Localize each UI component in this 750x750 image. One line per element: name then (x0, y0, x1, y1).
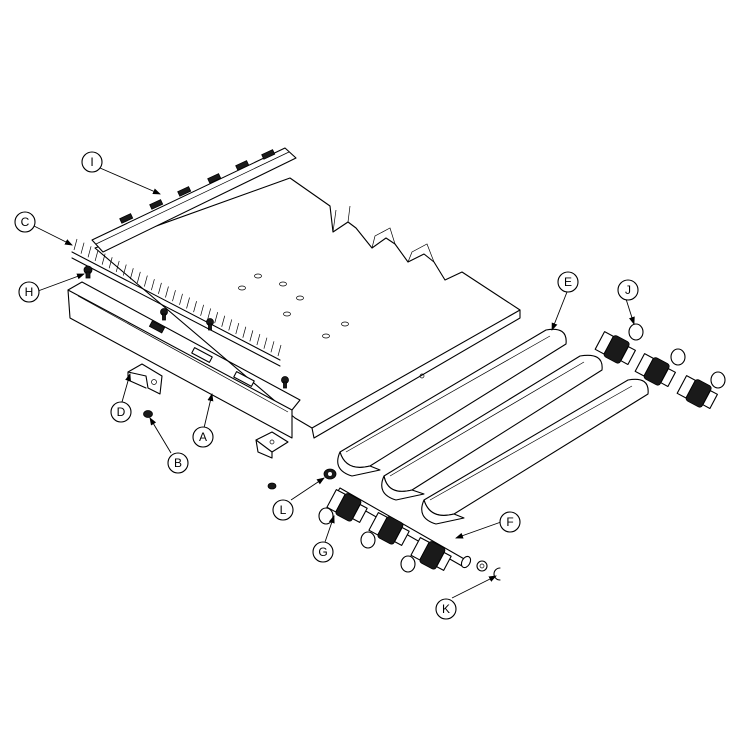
leader-lines (33, 167, 635, 599)
plate-holes (238, 273, 425, 379)
comb-pin (242, 326, 247, 338)
o-ring-upper-2 (670, 348, 686, 366)
comb-pin (122, 264, 127, 276)
comb-pin (165, 286, 169, 298)
comb-pin (101, 253, 106, 265)
fitting-group-upper (594, 323, 726, 410)
comb-pin (80, 242, 85, 254)
comb-pin (270, 341, 275, 353)
callout-B-label: B (174, 456, 182, 470)
fitting-lower-1 (326, 489, 368, 523)
comb-pin (249, 330, 254, 342)
end-bracket (255, 431, 289, 459)
comb-pin (200, 304, 204, 316)
screw-h (83, 265, 93, 279)
comb-pin (186, 297, 190, 309)
o-ring-lower-2 (360, 531, 376, 549)
callout-D-label: D (117, 405, 126, 419)
front-rail (67, 281, 301, 439)
comb-pin (228, 319, 233, 331)
comb-pins (73, 238, 282, 357)
o-ring-lower-1 (318, 507, 334, 525)
callout-H: H (18, 281, 40, 303)
screw-center-1 (160, 308, 168, 321)
hex-nut (323, 468, 337, 480)
o-ring-upper-1 (628, 323, 644, 341)
comb-pin (158, 282, 162, 294)
callout-A: A (192, 426, 214, 448)
fitting-lower-3 (410, 537, 452, 571)
callout-E: E (557, 271, 579, 293)
comb-pin-strip (71, 238, 282, 367)
nut (143, 410, 153, 418)
callout-F-label: F (506, 515, 513, 529)
comb-pin (172, 290, 176, 302)
comb-pin (129, 268, 134, 280)
fitting-group-lower (318, 489, 452, 573)
callout-I-label: I (90, 155, 93, 169)
comb-pin (73, 238, 78, 251)
callout-H-label: H (25, 285, 34, 299)
comb-pin (87, 246, 92, 258)
fitting-upper-3 (676, 375, 718, 410)
comb-pin (193, 301, 197, 313)
comb-pin (256, 333, 261, 346)
callout-A-label: A (199, 430, 207, 444)
comb-pin (207, 308, 211, 320)
comb-pin (115, 260, 120, 273)
callout-J-label: J (625, 283, 631, 297)
screw-center-2 (206, 318, 214, 331)
comb-pin (214, 312, 219, 324)
callout-K: K (435, 598, 457, 620)
callout-C: C (14, 211, 36, 233)
rod-washer (476, 560, 488, 572)
comb-pin (235, 322, 240, 335)
comb-pin (277, 344, 282, 357)
callout-F: F (499, 511, 521, 533)
callout-L-label: L (280, 503, 287, 517)
comb-pin (94, 249, 99, 262)
callout-L: L (272, 499, 294, 521)
callout-J: J (617, 279, 639, 301)
comb-pin (108, 257, 113, 269)
callout-B: B (167, 452, 189, 474)
callout-G: G (312, 541, 334, 563)
fitting-lower-2 (368, 512, 410, 546)
strap-loop-3 (421, 378, 649, 525)
comb-pin (151, 279, 155, 291)
fitting-upper-2 (634, 353, 676, 388)
label-strip-marks (119, 149, 276, 224)
bracket (127, 363, 163, 395)
small-nut (267, 482, 277, 490)
callout-C-label: C (21, 215, 30, 229)
callout-I: I (81, 151, 103, 173)
callout-K-label: K (442, 602, 450, 616)
callout-G-label: G (318, 545, 327, 559)
comb-pin (179, 293, 183, 305)
comb-pin (263, 337, 268, 349)
o-ring-upper-3 (710, 371, 726, 389)
fitting-upper-1 (594, 331, 636, 366)
e-clip (493, 567, 501, 581)
strap-loop-2 (381, 354, 603, 501)
o-ring-lower-3 (400, 555, 416, 573)
callout-D: D (110, 401, 132, 423)
tray-plate (94, 177, 521, 439)
comb-pin (221, 315, 226, 327)
label-strip (91, 147, 297, 253)
comb-pin (144, 275, 148, 287)
screw-center-3 (281, 376, 289, 389)
callout-E-label: E (564, 275, 572, 289)
comb-pin (136, 271, 141, 283)
strap-loops (337, 328, 649, 525)
